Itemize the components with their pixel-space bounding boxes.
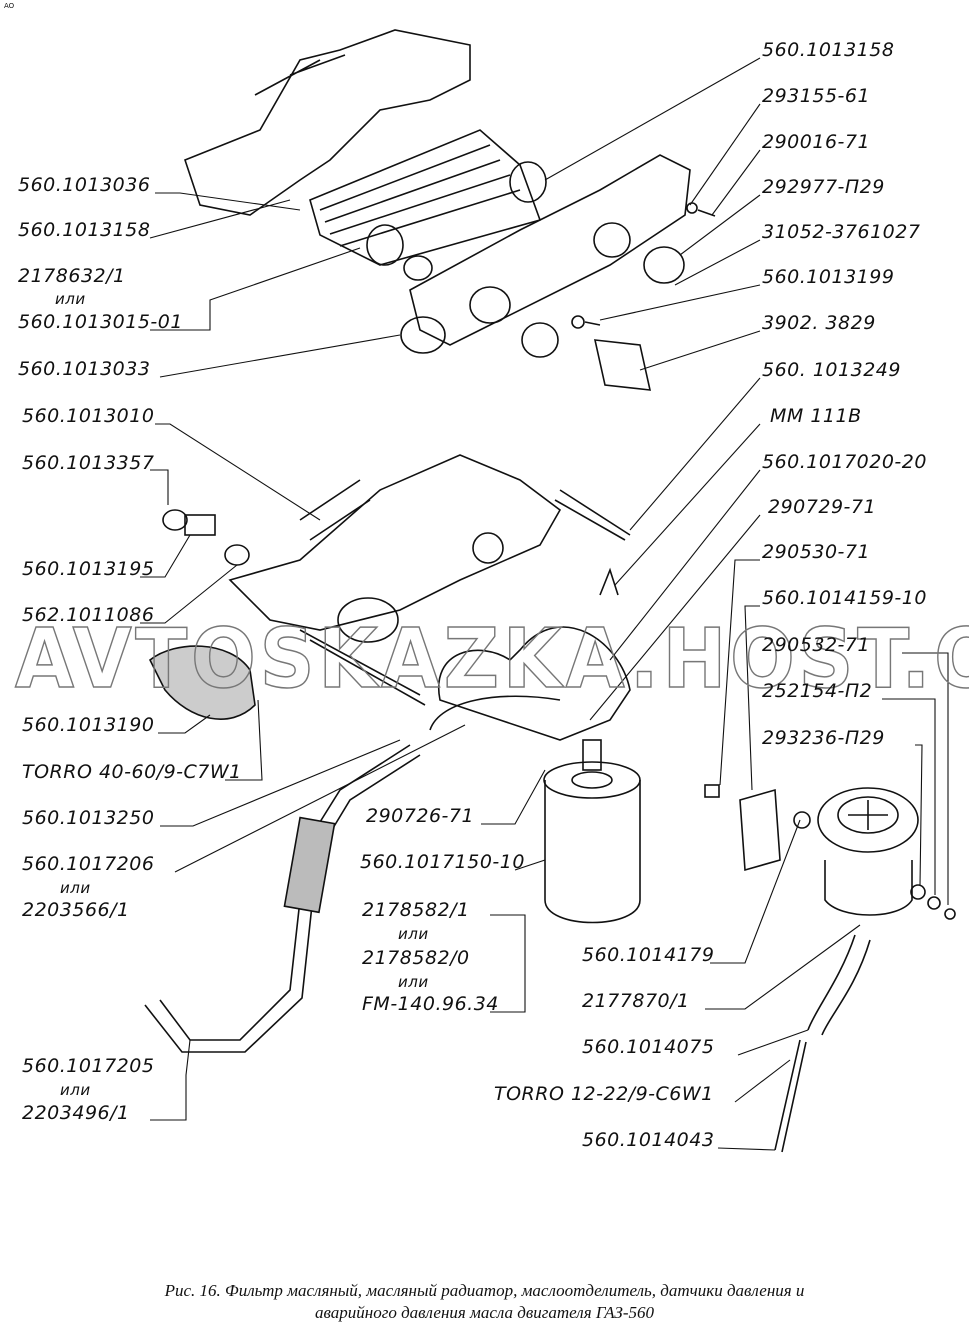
part-label: 290530-71 xyxy=(762,541,871,563)
part-label: 2203566/1 xyxy=(22,899,130,921)
part-label: 560.1017150-10 xyxy=(360,851,525,873)
part-label: 560.1013195 xyxy=(22,558,155,580)
part-label: 252154-П2 xyxy=(762,680,873,702)
part-label: 2178582/0 xyxy=(362,947,470,969)
part-label: 562.1011086 xyxy=(22,604,155,626)
part-label: 560.1013158 xyxy=(18,219,151,241)
part-label: MM 111B xyxy=(770,405,862,427)
part-label: 560.1014075 xyxy=(582,1036,715,1058)
part-label: 560.1013250 xyxy=(22,807,155,829)
or-label: или xyxy=(55,290,86,308)
part-label: TORRO 40-60/9-C7W1 xyxy=(22,761,242,783)
part-label: 2178632/1 xyxy=(18,265,126,287)
part-label: 290729-71 xyxy=(768,496,877,518)
part-label: 560.1013010 xyxy=(22,405,155,427)
oil-filter-part xyxy=(543,739,641,924)
watermark: AVTOSKAZKA.HOST.ONLINE xyxy=(14,611,969,708)
leader-lines xyxy=(140,57,949,1151)
part-label: 560.1013015-01 xyxy=(18,311,183,333)
corner-mark: AO xyxy=(4,2,15,10)
or-label: или xyxy=(60,879,91,897)
or-label: или xyxy=(398,925,429,943)
part-label: 560.1013357 xyxy=(22,452,155,474)
or-label: или xyxy=(60,1081,91,1099)
figure-caption-line-1: Рис. 16. Фильтр масляный, масляный радиа… xyxy=(164,1281,805,1300)
part-label: FM-140.96.34 xyxy=(362,993,499,1015)
part-label: TORRO 12-22/9-C6W1 xyxy=(494,1083,714,1105)
part-label: 560.1017205 xyxy=(22,1055,155,1077)
part-label: 293155-61 xyxy=(762,85,871,107)
radiator-body-part xyxy=(400,154,716,391)
part-label: 293236-П29 xyxy=(762,727,885,749)
radiator-cover-part xyxy=(184,29,471,216)
part-label: 560.1013036 xyxy=(18,174,151,196)
part-label: 290726-71 xyxy=(366,805,475,827)
part-label: 560.1013033 xyxy=(18,358,151,380)
part-label: 560.1013158 xyxy=(762,39,895,61)
part-label: 560.1017206 xyxy=(22,853,155,875)
part-label: 2178582/1 xyxy=(362,899,470,921)
part-label: 560.1013199 xyxy=(762,266,895,288)
part-label: 560.1014043 xyxy=(582,1129,715,1151)
part-label: 560. 1013249 xyxy=(762,359,901,381)
part-label: 290016-71 xyxy=(762,131,871,153)
oil-filter-housing-part xyxy=(148,454,631,741)
part-label: 2203496/1 xyxy=(22,1102,130,1124)
part-label: 560.1013190 xyxy=(22,714,155,736)
figure-caption-line-2: аварийного давления масла двигателя ГАЗ-… xyxy=(315,1303,654,1322)
part-label: 290532-71 xyxy=(762,634,871,656)
part-label: 560.1014179 xyxy=(582,944,715,966)
or-label: или xyxy=(398,973,429,991)
part-label: 31052-3761027 xyxy=(762,221,921,243)
part-label: 560.1014159-10 xyxy=(762,587,927,609)
part-label: 292977-П29 xyxy=(762,176,885,198)
oil-separator-part xyxy=(704,784,956,1153)
oil-radiator-part xyxy=(309,129,547,266)
part-label: 2177870/1 xyxy=(582,990,690,1012)
oil-pipe-part xyxy=(144,744,421,1053)
part-label: 560.1017020-20 xyxy=(762,451,927,473)
part-label: 3902. 3829 xyxy=(762,312,876,334)
